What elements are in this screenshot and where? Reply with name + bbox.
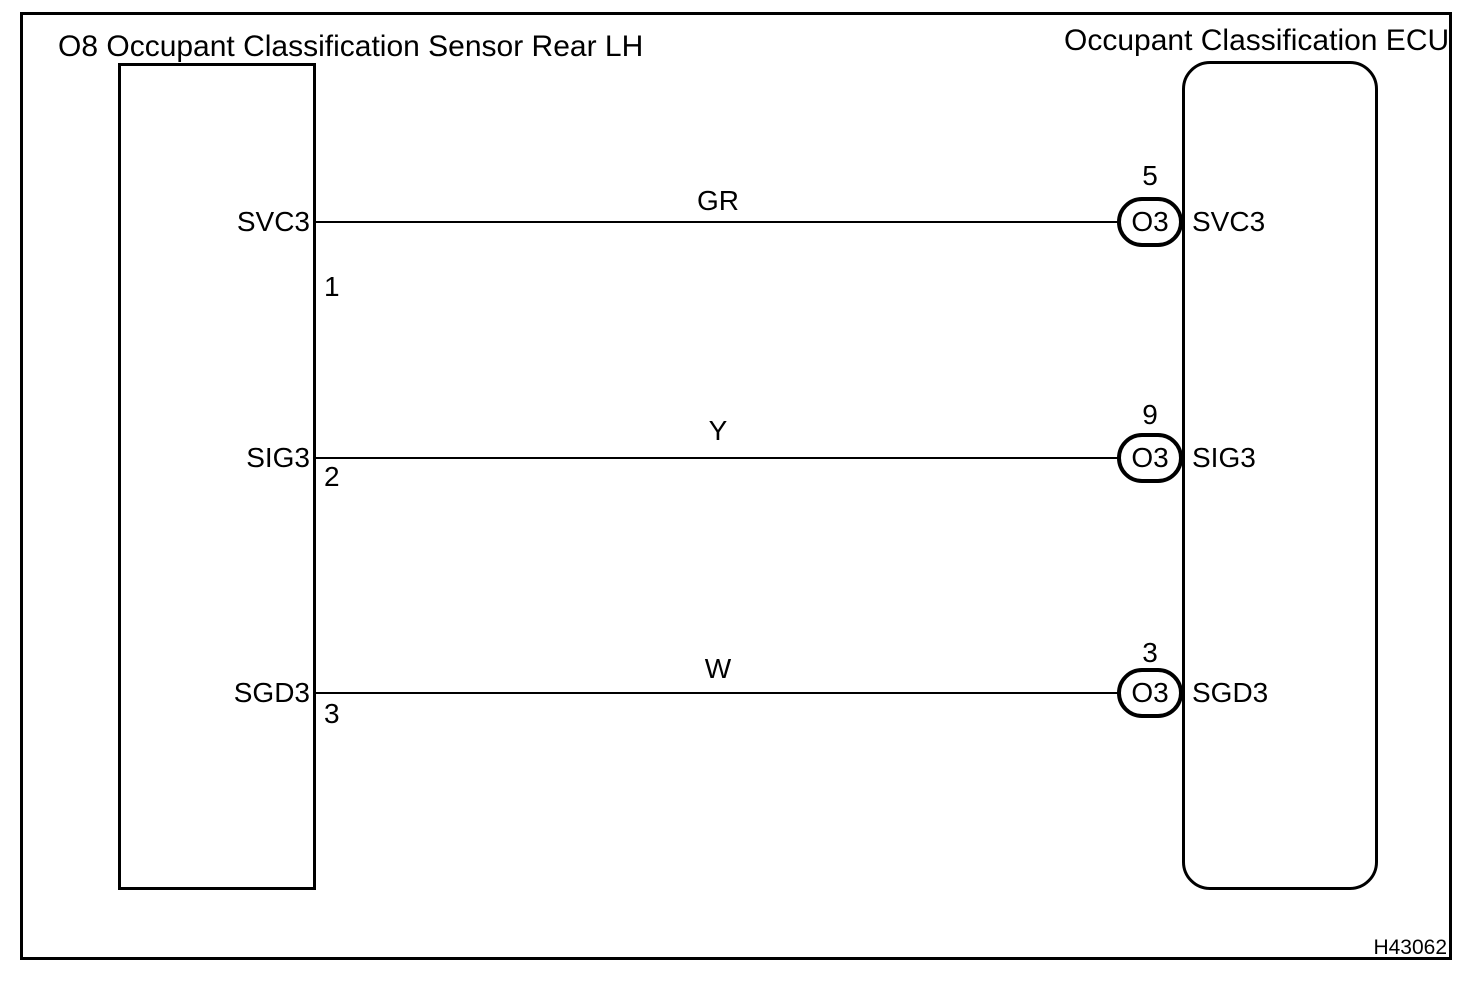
wire-line <box>316 457 1119 459</box>
connector-pin-number: 3 <box>1142 637 1158 668</box>
sensor-box <box>118 63 316 890</box>
left-component-title: O8 Occupant Classification Sensor Rear L… <box>58 30 644 63</box>
left-pin-number: 3 <box>324 698 340 729</box>
ecu-box <box>1182 61 1378 890</box>
left-terminal-label: SIG3 <box>246 442 310 473</box>
left-pin-number: 2 <box>324 461 340 492</box>
right-component-title: Occupant Classification ECU <box>1064 24 1450 57</box>
left-pin-number: 1 <box>324 271 340 302</box>
figure-id: H43062 <box>1373 936 1447 959</box>
connector-oval: O3 <box>1117 197 1183 247</box>
right-terminal-label: SIG3 <box>1192 442 1256 473</box>
diagram-border <box>20 12 1452 960</box>
wire-line <box>316 221 1119 223</box>
right-terminal-label: SGD3 <box>1192 677 1269 708</box>
right-terminal-label: SVC3 <box>1192 206 1266 237</box>
wire-color-label: Y <box>708 415 728 446</box>
wire-color-label: GR <box>697 185 739 216</box>
wire-color-label: W <box>704 653 732 684</box>
left-terminal-label: SVC3 <box>236 206 310 237</box>
connector-pin-number: 9 <box>1142 399 1158 430</box>
wire-line <box>316 692 1119 694</box>
connector-pin-number: 5 <box>1142 160 1158 191</box>
connector-oval: O3 <box>1117 433 1183 483</box>
left-terminal-label: SGD3 <box>233 677 310 708</box>
connector-oval: O3 <box>1117 668 1183 718</box>
